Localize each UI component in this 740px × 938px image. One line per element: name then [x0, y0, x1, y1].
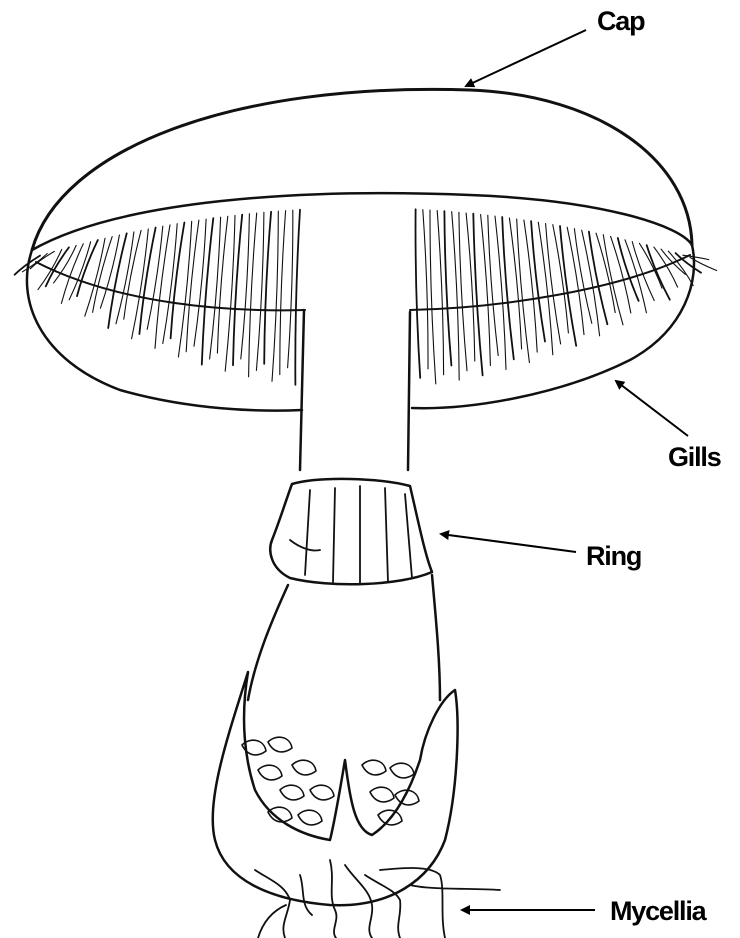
gill-line — [459, 212, 467, 370]
gill-line — [452, 212, 460, 380]
gill-line — [437, 211, 443, 375]
gill-line — [264, 212, 271, 364]
ring-folds — [290, 486, 412, 584]
cap-label: Cap — [597, 8, 644, 35]
gill-line — [77, 240, 98, 296]
gill-line — [249, 213, 257, 377]
gill-line — [596, 233, 615, 312]
gills-arrow — [616, 381, 688, 436]
gill-line — [288, 210, 293, 368]
gill-line — [280, 211, 286, 375]
gill-line — [295, 210, 300, 385]
gill-line — [22, 254, 47, 272]
gill-line — [654, 247, 678, 287]
gill-line — [272, 211, 278, 381]
ring-arrow — [441, 534, 576, 552]
ring-label: Ring — [586, 543, 641, 570]
gill-line — [171, 223, 185, 339]
volva — [213, 672, 458, 905]
gill-lines — [15, 209, 717, 384]
gill-line — [430, 210, 436, 384]
volva-scales-left — [242, 737, 334, 825]
gill-line — [147, 226, 163, 329]
gill-line — [531, 221, 545, 341]
cap-rim — [32, 193, 692, 250]
gill-line — [46, 247, 69, 286]
cap-dome — [32, 89, 692, 250]
gills-outline — [27, 245, 694, 411]
gill-line — [444, 211, 451, 365]
gill-line — [567, 227, 584, 334]
gills-label: Gills — [668, 444, 721, 471]
gill-line — [256, 212, 264, 370]
gill-line — [423, 210, 428, 369]
gill-line — [517, 219, 530, 363]
gill-line — [155, 225, 170, 349]
gill-line — [574, 229, 591, 324]
gill-line — [546, 224, 561, 344]
stem-lower — [248, 575, 440, 700]
mycellia-label: Mycellia — [610, 898, 705, 925]
gill-line — [217, 216, 227, 353]
volva-scales-right — [362, 760, 419, 825]
gill-line — [186, 220, 199, 352]
gill-line — [241, 214, 250, 359]
gill-line — [416, 209, 421, 377]
gill-line — [538, 222, 553, 354]
cap-arrow — [466, 30, 586, 86]
stem-upper — [300, 310, 410, 470]
gill-line — [639, 243, 662, 288]
